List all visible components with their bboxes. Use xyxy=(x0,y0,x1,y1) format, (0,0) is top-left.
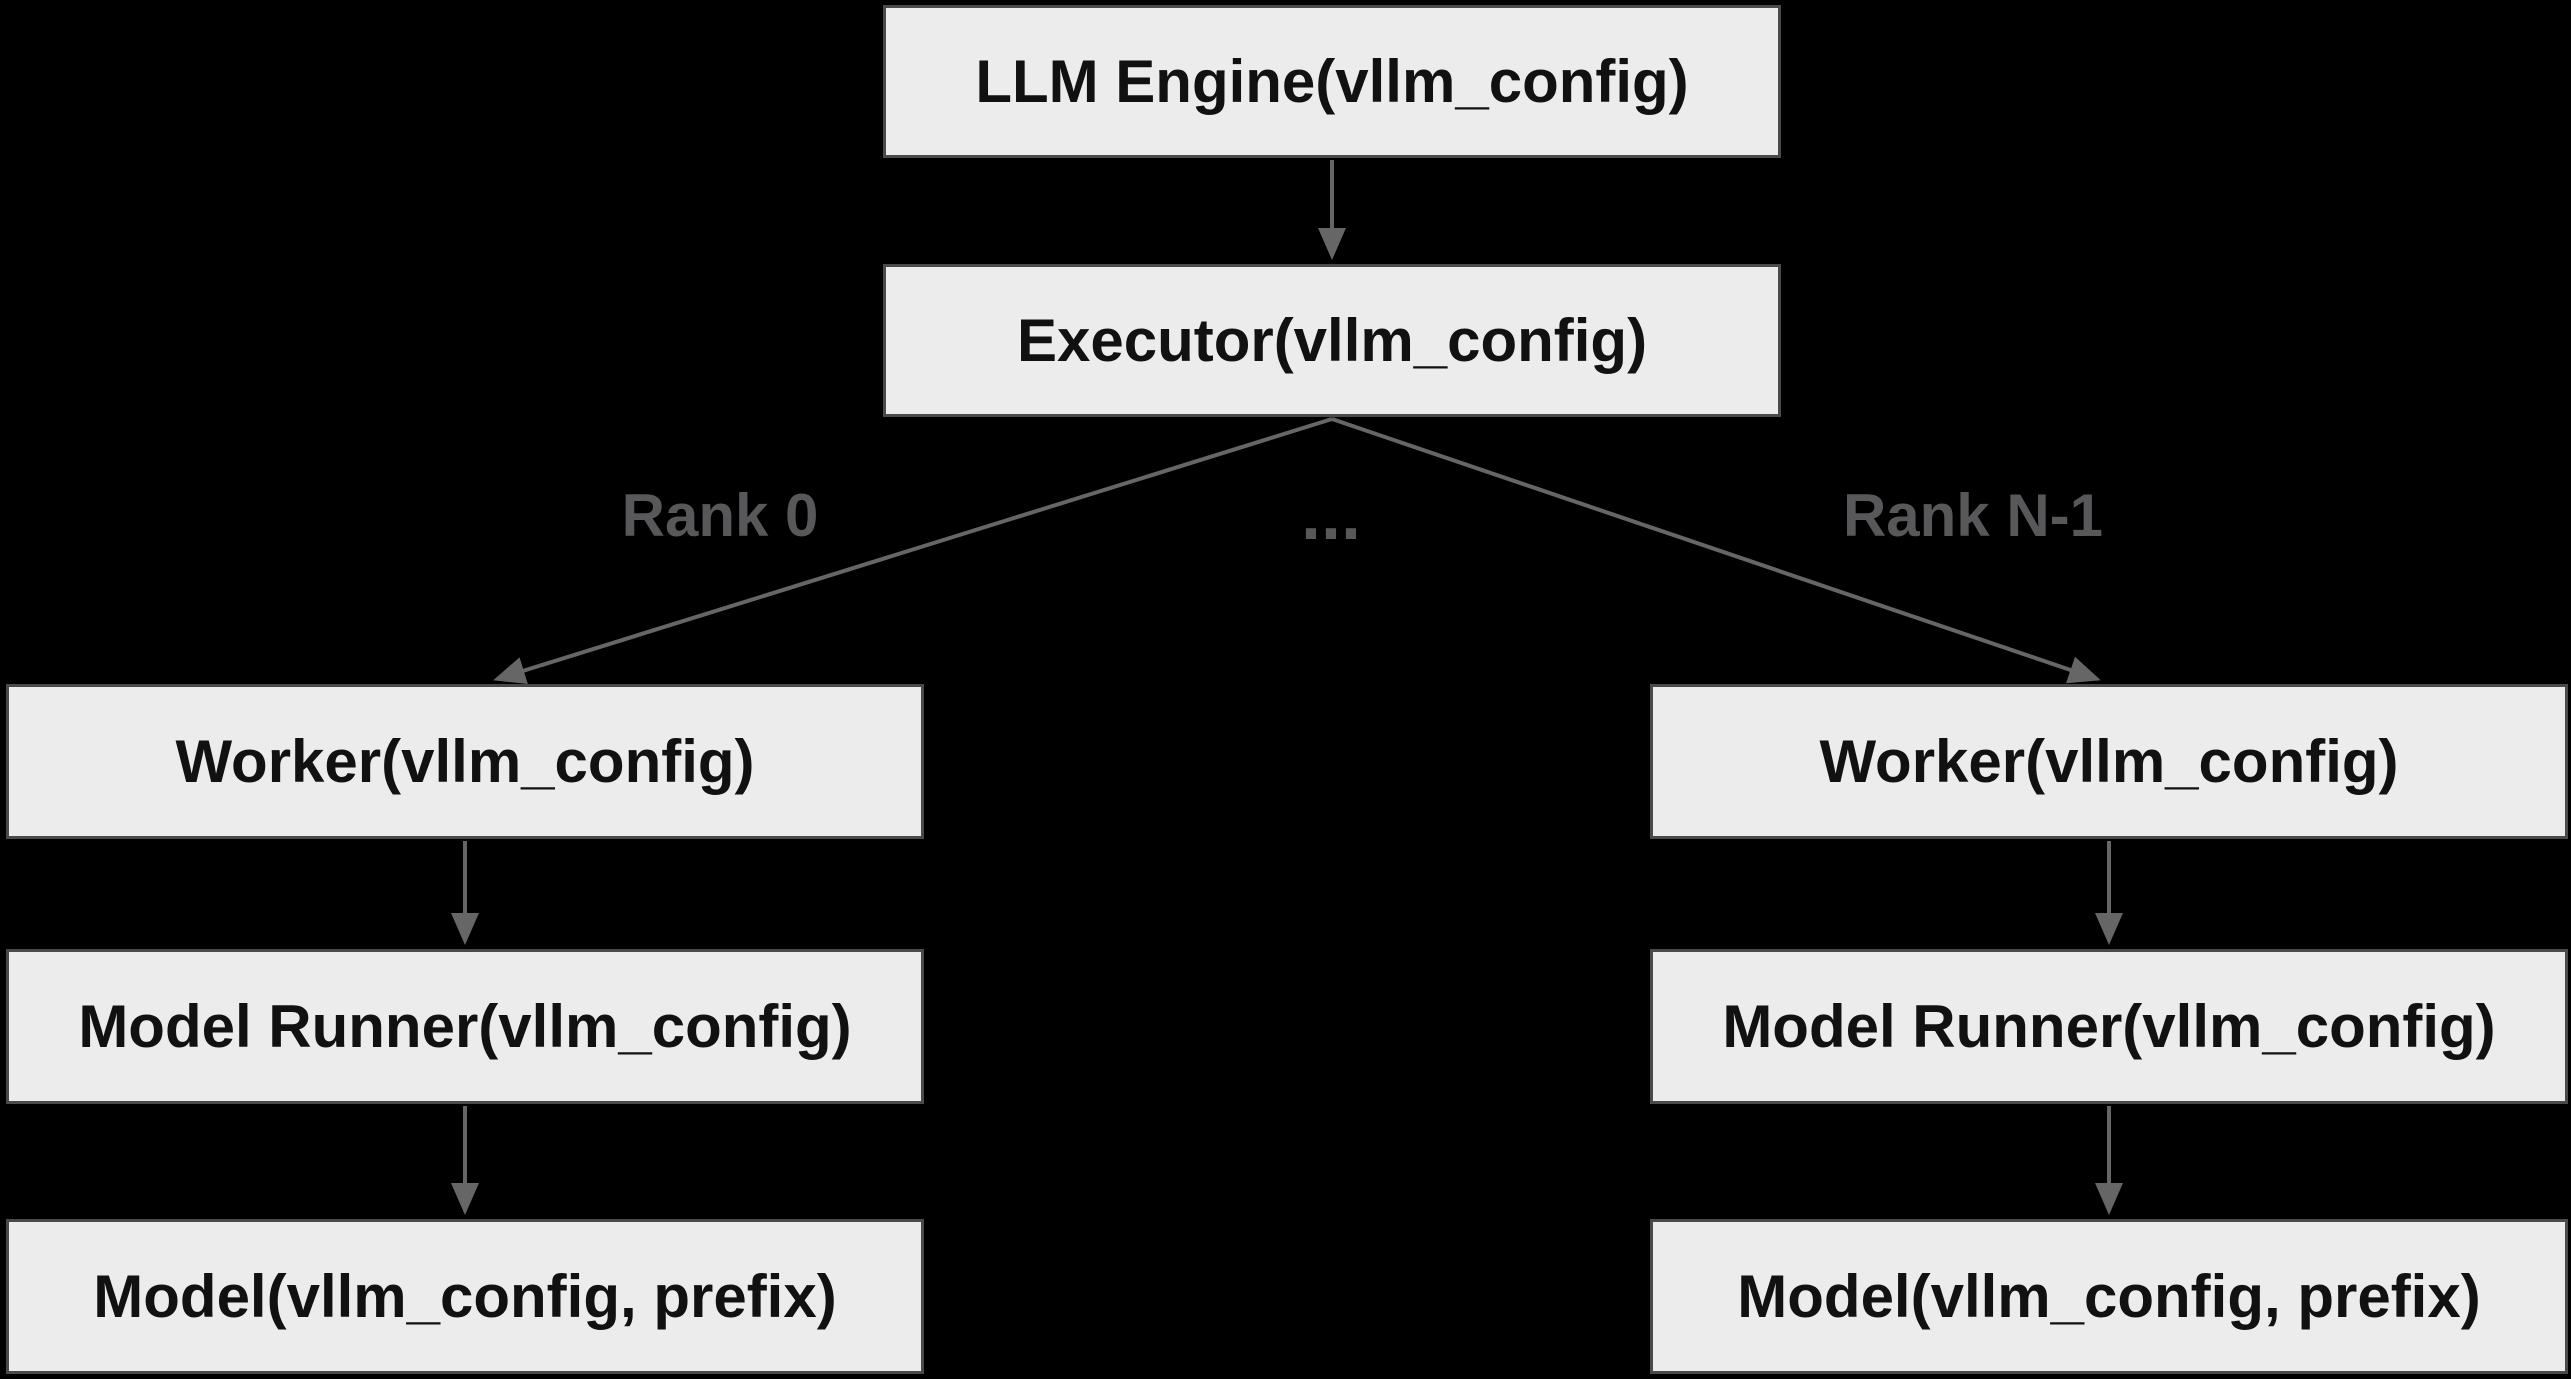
node-model-runner-left-label: Model Runner(vllm_config) xyxy=(78,993,852,1060)
node-model-runner-left: Model Runner(vllm_config) xyxy=(6,949,924,1104)
node-model-runner-right-label: Model Runner(vllm_config) xyxy=(1722,993,2496,1060)
edge-executor-to-worker-right xyxy=(1331,417,2101,684)
node-worker-left-label: Worker(vllm_config) xyxy=(175,728,755,795)
node-executor-label: Executor(vllm_config) xyxy=(1016,307,1648,374)
node-worker-left: Worker(vllm_config) xyxy=(6,684,924,839)
node-llm-engine: LLM Engine(vllm_config) xyxy=(883,5,1781,158)
node-executor: Executor(vllm_config) xyxy=(883,264,1781,417)
node-model-right-label: Model(vllm_config, prefix) xyxy=(1737,1263,2481,1330)
edge-executor-to-worker-left xyxy=(493,417,1333,685)
node-model-left-label: Model(vllm_config, prefix) xyxy=(93,1263,837,1330)
node-model-left: Model(vllm_config, prefix) xyxy=(6,1219,924,1374)
node-worker-right: Worker(vllm_config) xyxy=(1650,684,2568,839)
node-llm-engine-label: LLM Engine(vllm_config) xyxy=(975,48,1689,115)
edge-label-rank-n-1: Rank N-1 xyxy=(1842,482,2104,549)
node-model-runner-right: Model Runner(vllm_config) xyxy=(1650,949,2568,1104)
edge-label-rank-0: Rank 0 xyxy=(621,482,819,549)
edge-label-ellipsis: ... xyxy=(1300,475,1362,555)
node-model-right: Model(vllm_config, prefix) xyxy=(1650,1219,2568,1374)
node-worker-right-label: Worker(vllm_config) xyxy=(1819,728,2399,795)
